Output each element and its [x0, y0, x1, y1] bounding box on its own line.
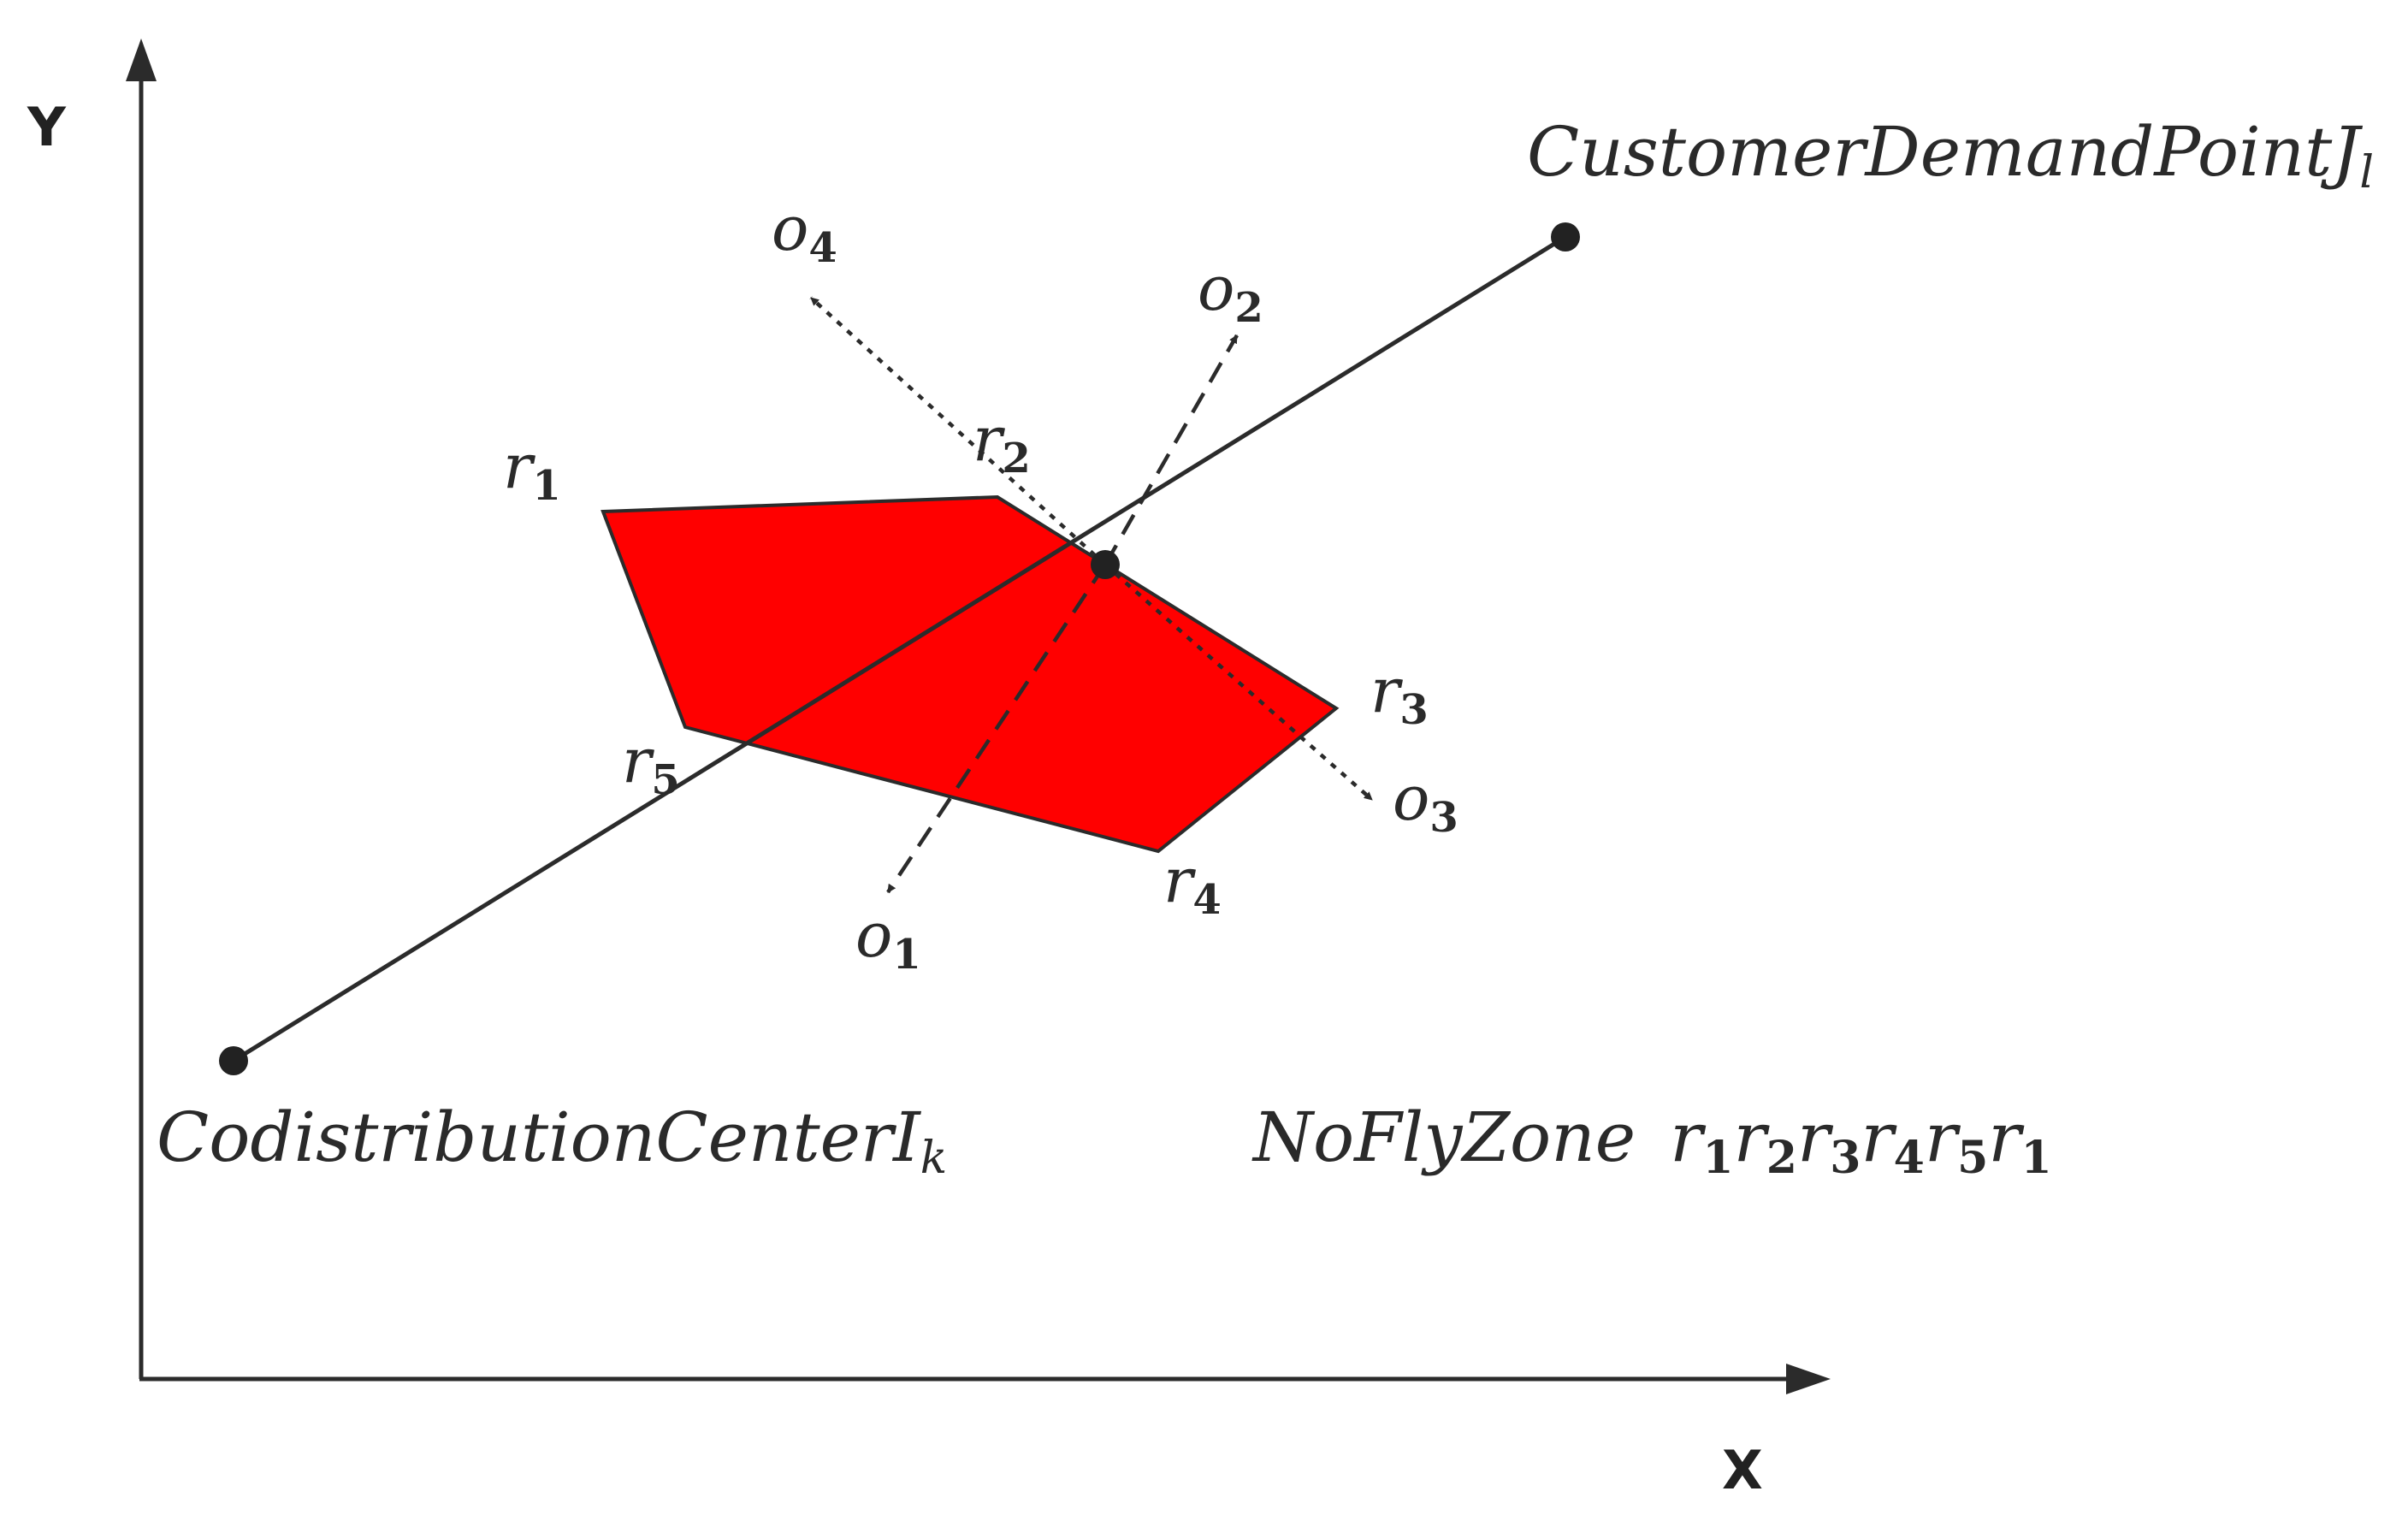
no-fly-zone-polygon — [601, 494, 1340, 854]
vertex-label-r5: r5 — [622, 725, 680, 804]
axes: Y X — [27, 38, 1831, 1501]
vertex-label-r1: r1 — [503, 430, 561, 510]
customer-demand-point-label: CustomerDemandPointJl — [1527, 112, 2374, 198]
direction-o3-arrow — [1103, 563, 1374, 802]
direction-o4-arrow — [809, 296, 1107, 566]
route-line — [232, 234, 1567, 1063]
codistribution-center-point — [219, 1046, 248, 1075]
intersection-point — [1091, 550, 1120, 579]
direction-o2-arrow — [1103, 334, 1239, 566]
vertex-label-r2: r2 — [973, 403, 1031, 482]
y-axis-label: Y — [27, 96, 67, 158]
y-axis-arrowhead — [126, 38, 157, 81]
x-axis-label: X — [1722, 1439, 1763, 1501]
x-axis-arrowhead — [1786, 1364, 1831, 1394]
direction-o1-arrow — [886, 563, 1107, 894]
vertex-label-r4: r4 — [1163, 844, 1222, 924]
customer-demand-point — [1551, 222, 1580, 252]
codistribution-center-label: CodistributionCenterIk — [157, 1098, 947, 1184]
vertex-label-r3: r3 — [1370, 654, 1429, 734]
direction-label-o4: o4 — [772, 192, 837, 272]
direction-label-o1: o1 — [855, 899, 921, 979]
direction-label-o2: o2 — [1198, 252, 1263, 332]
direction-label-o3: o3 — [1393, 762, 1458, 842]
